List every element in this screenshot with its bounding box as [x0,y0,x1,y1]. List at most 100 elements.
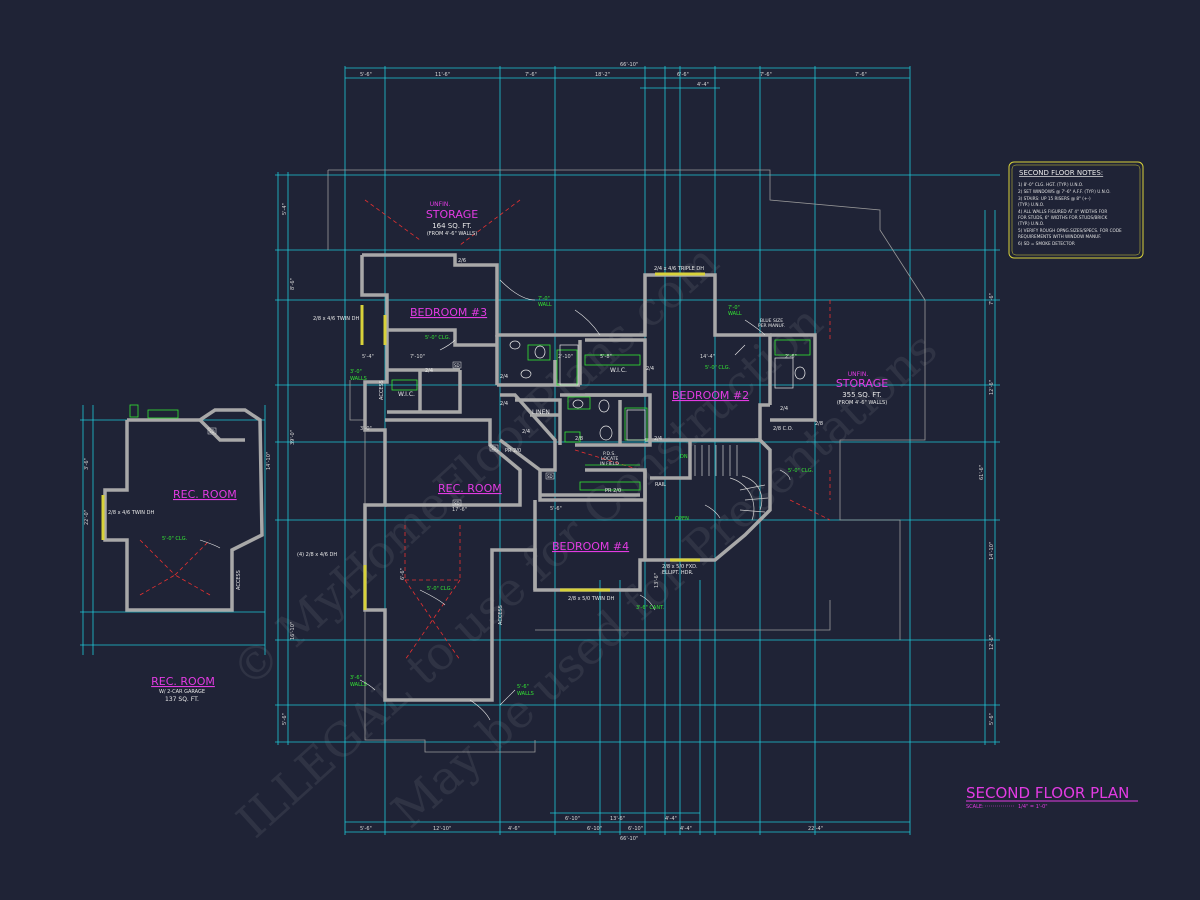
door-tag: 2/4 [500,374,508,380]
door-tag: 2/4 [425,368,433,374]
dim-text: 7'-10" [410,354,425,360]
blue-size-note: BLUE SIZE [760,318,783,324]
dim-text: 22'-4" [808,826,823,832]
green-note: WALLS [350,682,367,688]
dim-text: 4'-4" [697,82,709,88]
dim-text: 6'-10" [628,826,643,832]
storage-1-label: UNFIN. [430,201,451,208]
note-item: 3) STAIRS: UP 15 RISERS @ 8" (+-) [1018,196,1091,201]
green-note: 5'-6" [517,684,529,690]
window-label: 2/8 x 4/6 TWIN DH [108,510,154,516]
storage-2-note: (FROM 4'-6" WALLS) [837,400,887,406]
smoke-detector: SD [454,501,460,506]
note-item: FOR STUDS, 6" WIDTHS FOR STUDS/BRICK [1018,215,1107,220]
dim-text: 5'-6" [360,826,372,832]
note-item: REQUIREMENTS WITH WINDOW MANUF. [1018,234,1101,239]
access-label: ACCESS [236,570,242,590]
note-item: (TYP.) U.N.O. [1018,221,1044,226]
scale-value: 1/4" = 1'-0" [1018,804,1048,810]
dim-text: 66'-10" [620,836,638,842]
dim-text: 7'-6" [525,72,537,78]
green-note: 3'-0" [350,369,362,375]
dim-text: 12'-6" [989,380,995,395]
window-label: 2/8 x 4/6 TWIN DH [313,316,359,322]
dim-text: 14'-10" [266,452,272,470]
smoke-detector: SD [454,363,460,368]
door-tag: PR 2/0 [605,488,621,494]
green-note: 5'-0" CLG. [427,586,453,592]
note-item: (TYP.) U.N.O. [1018,202,1044,207]
window-label: 2/8 x 5/0 TWIN DH [568,596,614,602]
dimension-text: 66'-10" 5'-6" 11'-6" 7'-6" 18'-2" 6'-6" … [84,62,995,842]
door-tag: 2/4 [654,436,662,442]
alt-option-area: 137 SQ. FT. [165,696,199,703]
dim-text: 7'-6" [989,293,995,305]
title-block: SECOND FLOOR PLAN SCALE: 1/4" = 1'-0" [966,784,1138,810]
dim-text: 7'-6" [760,72,772,78]
dim-text: 5'-6" [550,506,562,512]
alt-option-name: REC. ROOM [151,675,215,688]
door-tags: 2/6 2/4 2/4 2/4 2/4 2/4 2/4 2/4 2/8 2/8 … [425,258,823,494]
note-item: 1) 8'-0" CLG. HGT. (TYP.) U.N.O. [1018,182,1083,187]
green-note: WALLS [350,376,367,382]
dim-text: 13'-6" [654,573,660,588]
dim-text: 6'-6" [400,568,406,580]
notes-heading: SECOND FLOOR NOTES: [1019,169,1103,177]
alt-option-sub: W/ 2-CAR GARAGE [159,689,205,695]
green-note: WALL [728,311,742,317]
door-tag: 2/8 [815,421,823,427]
dim-text: 18'-2" [595,72,610,78]
green-note: 5'-0" CLG. [705,365,731,371]
dim-text: 14'-4" [700,354,715,360]
rail-label: RAIL [655,482,666,488]
dim-text: 2'-6" [785,354,797,360]
dim-text: 4'-6" [508,826,520,832]
bedroom-4-label: BEDROOM #4 [552,540,629,553]
dim-text: 4'-4" [665,816,677,822]
green-note: 5'-0" CLG. [425,335,451,341]
fixtures [129,339,811,491]
smoke-detector: SD [491,446,497,451]
note-item: 4) ALL WALLS FIGURED AT 4" WIDTHS FOR [1018,209,1107,214]
bedroom-2-label: BEDROOM #2 [672,389,749,402]
pds-note: LOCATE [601,456,619,462]
blue-size-note: PER MANUF. [758,323,785,329]
dim-text: 11'-6" [435,72,450,78]
access-label: ACCESS [379,380,385,400]
note-item: 2) SET WINDOWS @ 7'-6" A.F.F. (TYP.) U.N… [1018,189,1111,194]
leader-lines [199,279,791,721]
access-label: ACCESS [498,605,504,625]
green-note: 7'-0" [538,296,550,302]
green-note: WALLS [517,691,534,697]
stairs [694,445,769,521]
door-tag: 2/4 [522,429,530,435]
dim-text: 12'-10" [433,826,451,832]
dim-text: 6'-10" [587,826,602,832]
storage-1-name: STORAGE [426,208,478,221]
dim-text: 5'-8" [600,354,612,360]
dim-text: 5'-4" [362,354,374,360]
linen-label: LINEN [532,409,550,416]
dim-text: 6'-10" [565,816,580,822]
windows [101,272,705,610]
dim-text: 7'-6" [855,72,867,78]
note-item: 5) VERIFY ROUGH OPNG.SIZES/SPECS. FOR CO… [1018,228,1122,233]
dim-text: 17'-6" [452,507,467,513]
dim-text: 16'-10" [290,622,296,640]
dim-text: 39'-0" [290,430,296,445]
dim-text: 6'-6" [677,72,689,78]
dim-text: 66'-10" [620,62,638,68]
roof-hip-lines [139,199,831,661]
wic-1-label: W.I.C. [398,391,415,398]
smoke-detector: SD [209,429,215,434]
dim-text: 5'-4" [282,203,288,215]
green-note: OPEN [675,516,689,522]
storage-1-area: 164 SQ. FT. [432,222,472,230]
door-tag: 2/8 [575,436,583,442]
window-label: ELLIPT. HDR. [662,570,694,576]
window-label: 2/4 x 4/6 TRIPLE DH [654,266,704,272]
green-note: 3'-6" [350,675,362,681]
door-tag: 2/6 [458,258,466,264]
